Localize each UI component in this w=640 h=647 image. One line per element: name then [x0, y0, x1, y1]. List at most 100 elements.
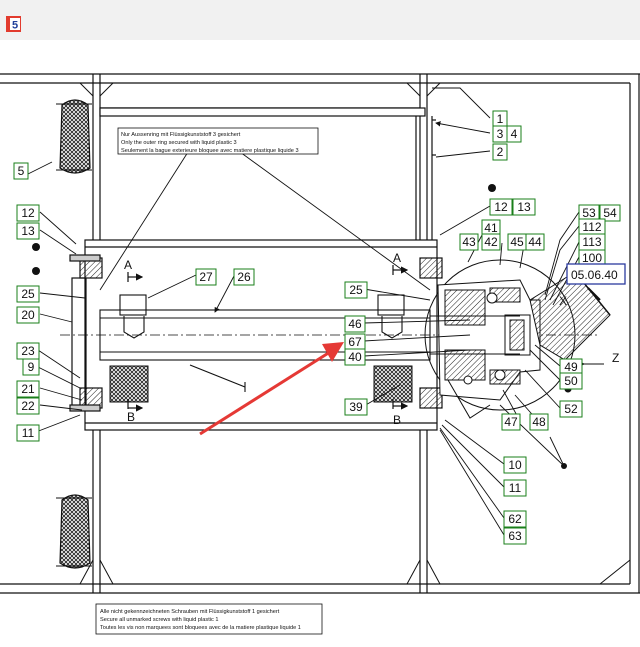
callout-number: 47 [504, 415, 518, 429]
callout-42: 42 [481, 233, 501, 251]
callout-number: 3 [497, 127, 504, 141]
callout-box [459, 233, 479, 251]
callout-number: 44 [528, 235, 542, 249]
callout-4: 4 [506, 125, 522, 143]
callout-box [13, 162, 29, 180]
gearbox-detail [424, 259, 611, 419]
note-bottom-line-3: Toutes les vis non marquees sont bloquee… [100, 625, 301, 631]
callout-number: 46 [348, 317, 362, 331]
callout-20: 20 [16, 306, 40, 324]
callout-number: 50 [564, 374, 578, 388]
callout-number: 11 [22, 426, 35, 440]
callout-box [503, 527, 527, 545]
callout-number: 23 [21, 344, 35, 358]
note-bottom: Alle nicht gekennzeichneten Schrauben mi… [95, 603, 323, 635]
section-label-b-right: B [393, 413, 401, 427]
callout-number: 48 [532, 415, 546, 429]
callout-11: 11 [503, 479, 527, 497]
callout-box [599, 204, 621, 222]
callout-number: 41 [484, 221, 498, 235]
callout-box [503, 510, 527, 528]
callout-number: 21 [21, 382, 35, 396]
callout-box [529, 413, 549, 431]
drive-shaft [60, 294, 600, 392]
callout-number: 22 [21, 399, 35, 413]
callout-number: 43 [462, 235, 476, 249]
callout-number: 20 [21, 308, 35, 322]
note-top-line-3: Seulement la bague exterieure bloquee av… [121, 148, 299, 154]
callout-number: 9 [28, 360, 35, 374]
pulley-top [56, 99, 92, 174]
callout-box [501, 413, 521, 431]
pulley-bottom [56, 494, 92, 569]
callout-number: 13 [21, 224, 35, 238]
callout-23: 23 [16, 342, 40, 360]
callout-number: 2 [497, 145, 504, 159]
callout-box [525, 233, 545, 251]
callout-number: 113 [582, 235, 601, 249]
note-bottom-line-2: Secure all unmarked screws with liquid p… [100, 617, 218, 623]
callout-box [481, 233, 501, 251]
callout-47: 47 [501, 413, 521, 431]
date-field[interactable]: 05.06.40 [566, 263, 626, 285]
callout-27: 27 [195, 268, 217, 286]
bearing-block-left [109, 365, 149, 403]
callout-number: 26 [237, 270, 251, 284]
callout-10: 10 [503, 456, 527, 474]
callout-54: 54 [599, 204, 621, 222]
section-label-a-left: A [124, 258, 132, 272]
red-arrow [199, 342, 344, 436]
callout-number: 25 [21, 287, 35, 301]
callout-number: 63 [508, 529, 522, 543]
note-top-line-1: Nur Aussenring mit Flüssigkunststoff 3 g… [121, 132, 241, 138]
corner-gussets [79, 82, 631, 585]
app-logo-glyph: 5 [12, 20, 18, 32]
callout-5: 5 [13, 162, 29, 180]
callout-40: 40 [344, 348, 366, 366]
callout-box [492, 143, 508, 161]
callout-number: 67 [348, 335, 362, 349]
callout-box [503, 479, 527, 497]
callout-box [559, 372, 583, 390]
callout-box [503, 456, 527, 474]
callout-53: 53 [578, 204, 600, 222]
section-label-b-left: B [127, 410, 135, 424]
callout-1: 1 [492, 110, 508, 128]
callout-box [195, 268, 217, 286]
callout-number: 11 [509, 481, 522, 495]
view-label-z: Z [612, 351, 619, 365]
callout-3: 3 [492, 125, 508, 143]
callout-49: 49 [559, 358, 583, 376]
outer-frame [0, 73, 640, 594]
callout-22: 22 [16, 397, 40, 415]
callout-52: 52 [559, 400, 583, 418]
callout-box [344, 315, 366, 333]
callout-box [344, 348, 366, 366]
note-top-line-2: Only the outer ring secured with liquid … [121, 140, 237, 146]
callout-45: 45 [507, 233, 527, 251]
callout-25: 25 [16, 285, 40, 303]
view-label-x: X [559, 294, 567, 308]
drawing-canvas[interactable]: A B A B X Z [0, 40, 640, 642]
date-field-value: 05.06.40 [571, 268, 618, 282]
callout-2: 2 [492, 143, 508, 161]
callout-box [16, 424, 40, 442]
callout-box [22, 358, 40, 376]
callout-113: 113 [578, 233, 606, 251]
callout-number: 62 [508, 512, 522, 526]
app-logo-icon[interactable]: 5 [6, 16, 21, 32]
callout-number: 54 [603, 206, 617, 220]
callout-number: 12 [494, 200, 508, 214]
leader-lines [27, 87, 580, 536]
callout-112: 112 [578, 218, 606, 236]
callout-50: 50 [559, 372, 583, 390]
technical-drawing: A B A B X Z [0, 73, 640, 635]
note-bottom-line-1: Alle nicht gekennzeichneten Schrauben mi… [100, 609, 280, 615]
callout-13: 13 [512, 198, 536, 216]
callout-number: 49 [564, 360, 578, 374]
callout-number: 112 [582, 220, 601, 234]
callout-46: 46 [344, 315, 366, 333]
callout-box [559, 400, 583, 418]
callout-13: 13 [16, 222, 40, 240]
